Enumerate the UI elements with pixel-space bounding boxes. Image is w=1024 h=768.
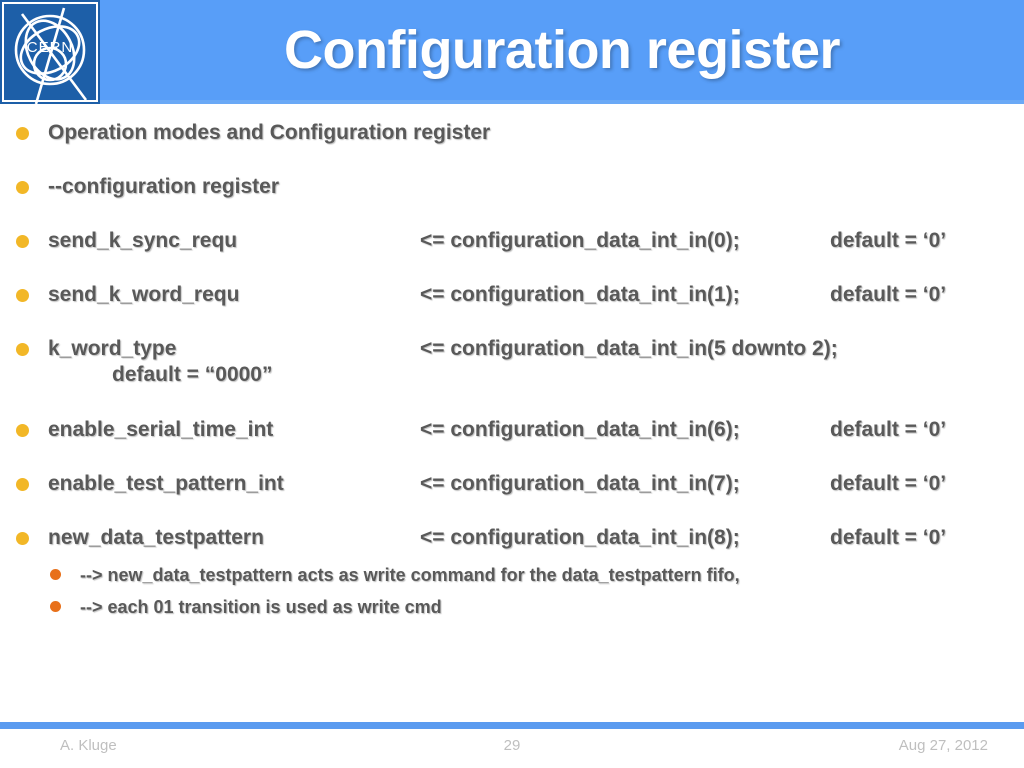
slide-body: Operation modes and Configuration regist… xyxy=(0,104,1024,718)
bullet-assignment: <= configuration_data_int_in(8); xyxy=(420,526,740,549)
bullet-default-value: default = ‘0’ xyxy=(830,229,947,252)
sub-bullet-line: --> new_data_testpattern acts as write c… xyxy=(0,560,1024,590)
bullet-assignment: <= configuration_data_int_in(0); xyxy=(420,229,740,252)
bullet-signal-name: new_data_testpattern xyxy=(48,526,264,549)
sub-bullet-marker-icon xyxy=(50,601,61,612)
bullet-assignment: <= configuration_data_int_in(5 downto 2)… xyxy=(420,337,838,360)
bullet-default-value: default = ‘0’ xyxy=(830,283,947,306)
bullet-signal-name: enable_serial_time_int xyxy=(48,418,274,441)
bullet-signal-name: send_k_word_requ xyxy=(48,283,240,306)
bullet-line: --configuration register xyxy=(0,170,1024,204)
bullet-default-value: default = ‘0’ xyxy=(830,472,947,495)
bullet-signal-name: --configuration register xyxy=(48,175,280,198)
footer-divider-bar xyxy=(0,722,1024,729)
bullet-signal-name: enable_test_pattern_int xyxy=(48,472,284,495)
page-title: Configuration register xyxy=(283,20,841,80)
cern-logo-rings-icon: CERN xyxy=(14,7,88,104)
svg-text:CERN: CERN xyxy=(27,39,74,56)
bullet-marker-icon xyxy=(16,235,29,248)
bullet-marker-icon xyxy=(16,532,29,545)
slide-header-band xyxy=(0,0,1024,104)
bullet-line: send_k_sync_requ <= configuration_data_i… xyxy=(0,224,1024,258)
bullet-marker-icon xyxy=(16,424,29,437)
sub-bullet-line: --> each 01 transition is used as write … xyxy=(0,592,1024,622)
cern-logo: CERN xyxy=(0,0,100,104)
bullet-line: k_word_type <= configuration_data_int_in… xyxy=(0,332,1024,366)
sub-bullet-note: --> new_data_testpattern acts as write c… xyxy=(80,565,740,585)
bullet-marker-icon xyxy=(16,478,29,491)
footer-author: A. Kluge xyxy=(60,737,117,754)
bullet-continuation-line: default = “0000” xyxy=(0,358,1024,392)
bullet-line: enable_test_pattern_int <= configuration… xyxy=(0,467,1024,501)
bullet-signal-name: send_k_sync_requ xyxy=(48,229,238,252)
bullet-marker-icon xyxy=(16,343,29,356)
bullet-line: enable_serial_time_int <= configuration_… xyxy=(0,413,1024,447)
slide-footer: A. Kluge 29 Aug 27, 2012 xyxy=(0,734,1024,768)
bullet-marker-icon xyxy=(16,127,29,140)
bullet-default-value: default = “0000” xyxy=(112,363,273,386)
bullet-signal-name: k_word_type xyxy=(48,337,177,360)
cern-logo-frame xyxy=(2,2,98,102)
slide-header-band-edge xyxy=(0,100,1024,104)
bullet-default-value: default = ‘0’ xyxy=(830,418,947,441)
bullet-assignment: <= configuration_data_int_in(1); xyxy=(420,283,740,306)
bullet-line: Operation modes and Configuration regist… xyxy=(0,116,1024,150)
bullet-line: new_data_testpattern <= configuration_da… xyxy=(0,521,1024,555)
bullet-assignment: <= configuration_data_int_in(7); xyxy=(420,472,740,495)
sub-bullet-marker-icon xyxy=(50,569,61,580)
footer-date: Aug 27, 2012 xyxy=(898,737,988,754)
bullet-signal-name: Operation modes and Configuration regist… xyxy=(48,121,491,144)
bullet-assignment: <= configuration_data_int_in(6); xyxy=(420,418,740,441)
sub-bullet-note: --> each 01 transition is used as write … xyxy=(80,597,442,617)
bullet-line: send_k_word_requ <= configuration_data_i… xyxy=(0,278,1024,312)
bullet-default-value: default = ‘0’ xyxy=(830,526,947,549)
bullet-marker-icon xyxy=(16,181,29,194)
footer-page-number: 29 xyxy=(503,737,521,754)
bullet-marker-icon xyxy=(16,289,29,302)
